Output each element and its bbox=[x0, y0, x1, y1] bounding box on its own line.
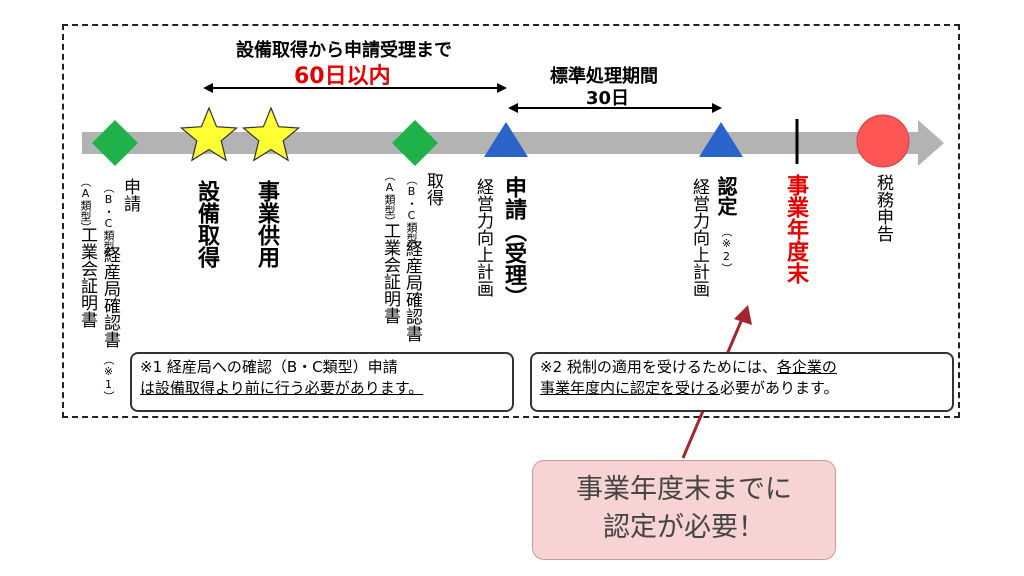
event-acquisition-type: （B・C類型） bbox=[405, 174, 418, 255]
triangle-marker-application bbox=[484, 122, 528, 157]
event-application-type: （B・C類型） bbox=[102, 182, 115, 263]
event-application-plan: 経営力向上計画 bbox=[473, 178, 493, 297]
event-acquisition-title: 取得 bbox=[423, 172, 443, 206]
event-acquisition-atype: （A類型） bbox=[383, 170, 396, 227]
star-marker-equipment bbox=[179, 106, 239, 162]
event-acquisition-cert: 工業会証明書 bbox=[380, 222, 400, 324]
event-certification-note: （※2） bbox=[720, 226, 733, 274]
note-box-1: ※1 経産局への確認（B・C類型）申請 は設備取得より前に行う必要があります。 bbox=[130, 352, 514, 412]
event-certification-plan: 経営力向上計画 bbox=[689, 178, 709, 297]
event-application-received: 申請（受理） bbox=[501, 176, 526, 308]
event-application-atype: （A類型） bbox=[79, 176, 92, 233]
event-acquisition-doc: 経産局確認書 bbox=[402, 240, 422, 342]
callout-line-2: 認定が必要！ bbox=[603, 512, 765, 543]
callout-pointer-head bbox=[734, 305, 752, 325]
note-2-line-2a: 事業年度内に認定を受ける bbox=[540, 379, 721, 397]
dashed-frame bbox=[62, 24, 960, 418]
diamond-marker-acquisition bbox=[392, 120, 438, 166]
period-60-days: 60日以内 bbox=[294, 64, 391, 89]
event-certification: 認定 bbox=[714, 176, 738, 216]
standard-period-title: 標準処理期間 bbox=[550, 66, 658, 87]
star-marker-business-use bbox=[241, 106, 301, 162]
note-2-line-1b: 各企業の bbox=[776, 358, 837, 376]
event-fiscal-year-end: 事業年度末 bbox=[783, 174, 808, 284]
standard-period-days: 30日 bbox=[586, 88, 630, 109]
event-business-use: 事業供用 bbox=[254, 180, 279, 268]
event-application-cert: 工業会証明書 bbox=[77, 226, 97, 328]
event-application-doc: 経産局確認書 bbox=[100, 246, 120, 348]
note-2-line-1a: ※2 税制の適用を受けるためには、 bbox=[540, 358, 777, 376]
period-title: 設備取得から申請受理まで bbox=[236, 40, 452, 61]
triangle-marker-certification bbox=[699, 122, 743, 157]
diamond-marker-application bbox=[92, 120, 138, 166]
note-box-2: ※2 税制の適用を受けるためには、各企業の 事業年度内に認定を受ける必要がありま… bbox=[530, 352, 954, 412]
note-2-line-2b: 必要があります。 bbox=[720, 379, 839, 397]
event-application-note: （※1） bbox=[102, 354, 115, 402]
callout-line-1: 事業年度末までに bbox=[576, 474, 792, 505]
note-1-line-2: は設備取得より前に行う必要があります。 bbox=[140, 379, 424, 397]
circle-marker-tax-filing bbox=[856, 114, 910, 168]
event-application-title: 申請 bbox=[120, 178, 140, 212]
event-tax-filing: 税務申告 bbox=[873, 174, 893, 242]
callout-box: 事業年度末までに 認定が必要！ bbox=[532, 460, 836, 560]
event-equipment-acquisition: 設備取得 bbox=[194, 180, 219, 268]
note-1-line-1: ※1 経産局への確認（B・C類型）申請 bbox=[140, 358, 398, 376]
